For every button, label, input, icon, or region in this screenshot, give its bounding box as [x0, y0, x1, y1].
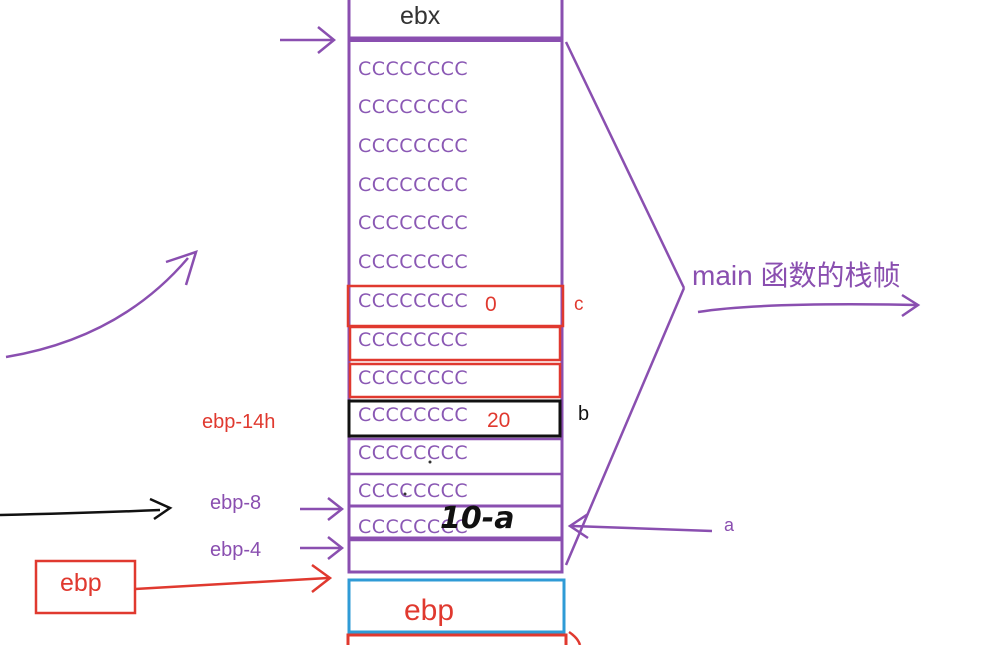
- value-c: 0: [485, 293, 497, 316]
- ebx-label: ebx: [400, 2, 441, 30]
- cell-b-box: [347, 399, 562, 438]
- stack-cell: CCCCCCCC: [358, 96, 469, 118]
- var-c-label: c: [574, 294, 584, 315]
- ebx-cell-box: [347, 0, 564, 40]
- ebp-label-box: [34, 559, 137, 615]
- ebp-cell-box: [347, 578, 566, 634]
- offset-14h-label: ebp-14h: [202, 411, 276, 433]
- value-a: 10-a: [440, 501, 515, 536]
- stack-cell: CCCCCCCC: [358, 135, 469, 157]
- stack-cell: CCCCCCCC: [358, 404, 469, 426]
- cell-c2-box: [348, 325, 562, 362]
- cell-c3-box: [348, 362, 562, 399]
- value-b: 20: [487, 409, 511, 432]
- stack-cell: CCCCCCCC: [358, 174, 469, 196]
- cell-a-box: [347, 504, 564, 540]
- stack-cell: CCCCCCCC: [358, 58, 469, 80]
- frame-label: main 函数的栈帧: [692, 260, 901, 291]
- stack-cell: CCCCCCCC: [358, 290, 469, 312]
- ebp-cell-label: ebp: [404, 594, 455, 627]
- stack-cell: CCCCCCCC: [358, 367, 469, 389]
- stack-cell: CCCCCCCC: [358, 251, 469, 273]
- offset-4-label: ebp-4: [210, 539, 262, 561]
- var-a-label: a: [724, 515, 735, 535]
- stack-cell: CCCCCCCC: [358, 212, 469, 234]
- stack-cell: CCCCCCCC: [358, 442, 469, 464]
- offset-8-label: ebp-8: [210, 492, 262, 514]
- stack-cell: CCCCCCCC: [358, 480, 469, 502]
- var-b-label: b: [578, 403, 590, 425]
- ebp-box-label: ebp: [60, 569, 102, 597]
- stack-cell: CCCCCCCC: [358, 329, 469, 351]
- stack-cell: CCCCCCCC: [358, 516, 469, 538]
